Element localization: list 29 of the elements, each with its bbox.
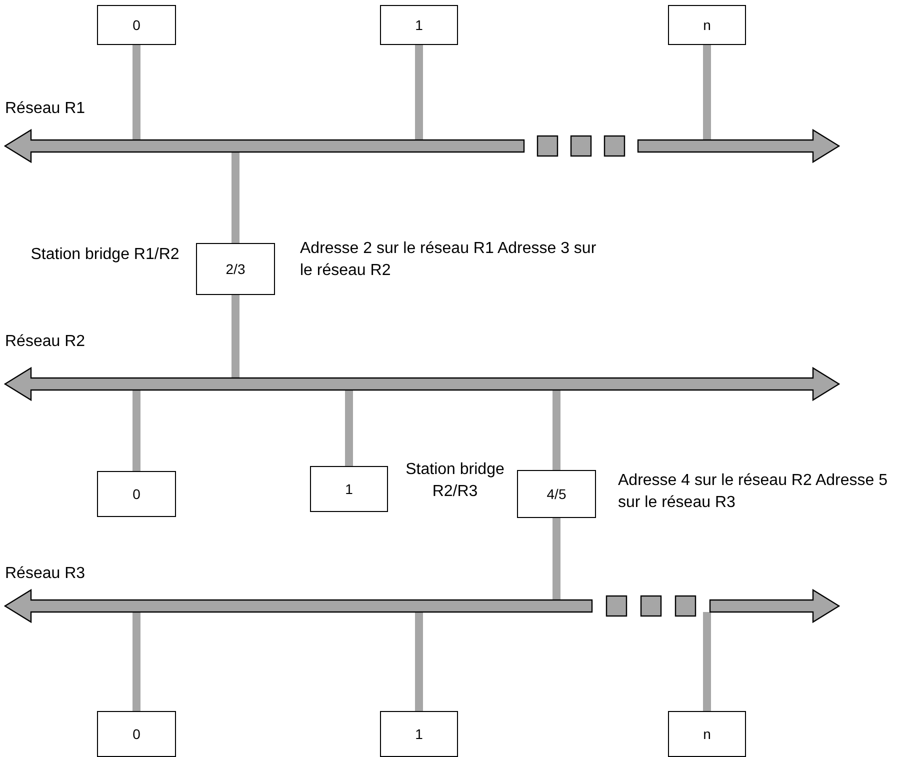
- station-caption: Station bridge R2/R3: [405, 460, 505, 502]
- station-box: 0: [97, 5, 176, 45]
- station-box: 1: [310, 466, 388, 512]
- address-note: Adresse 2 sur le réseau R1 Adresse 3 sur le réseau R2: [300, 239, 598, 281]
- connection-line: [552, 390, 560, 470]
- station-box: 4/5: [517, 470, 596, 518]
- connection-line: [552, 518, 560, 600]
- station-box: n: [668, 5, 746, 45]
- connection-line: [132, 612, 140, 711]
- station-box: 1: [380, 5, 458, 45]
- connection-line: [132, 45, 140, 140]
- network-label: Réseau R2: [5, 333, 86, 351]
- station-box: 1: [380, 711, 458, 757]
- station-box: 0: [97, 711, 176, 757]
- connection-line: [232, 152, 240, 243]
- network-label: Réseau R1: [5, 100, 86, 118]
- station-box: n: [668, 711, 746, 757]
- station-caption: Station bridge R1/R2: [30, 245, 180, 265]
- network-label: Réseau R3: [5, 565, 86, 583]
- connection-line: [132, 390, 140, 471]
- station-box: 0: [97, 471, 176, 517]
- connection-line: [703, 45, 711, 140]
- address-note: Adresse 4 sur le réseau R2 Adresse 5 sur le réseau R3: [618, 471, 888, 513]
- connection-line: [703, 612, 711, 711]
- station-box: 2/3: [196, 243, 275, 295]
- connection-line: [415, 612, 423, 711]
- connection-line: [345, 390, 353, 466]
- connection-line: [415, 45, 423, 140]
- connection-line: [232, 295, 240, 378]
